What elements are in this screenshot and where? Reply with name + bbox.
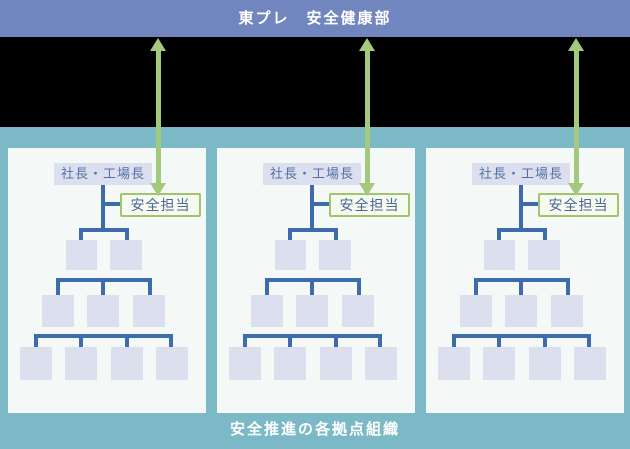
org-box — [528, 240, 560, 270]
arrowhead-up-icon — [150, 38, 166, 51]
org-box — [574, 347, 606, 380]
tier4-drop-line — [125, 334, 129, 347]
two-way-arrow-icon — [359, 38, 375, 196]
arrow-shaft — [365, 49, 370, 185]
tier3-drop-line — [474, 278, 478, 295]
org-box — [484, 240, 515, 270]
connector-branch-line — [312, 202, 331, 206]
org-box — [251, 295, 283, 327]
org-box — [65, 347, 97, 380]
two-way-arrow-icon — [568, 38, 584, 196]
president-box: 社長・工場長 — [472, 163, 570, 185]
org-box — [229, 347, 261, 380]
arrowhead-up-icon — [359, 38, 375, 51]
tier3-drop-line — [148, 278, 152, 295]
connector-branch-line — [103, 202, 122, 206]
org-box — [20, 347, 52, 380]
tier4-drop-line — [587, 334, 591, 347]
tier2-drop-line — [79, 228, 83, 242]
arrow-shaft — [574, 49, 579, 185]
arrowhead-down-icon — [359, 183, 375, 196]
tier4-drop-line — [243, 334, 247, 347]
org-box — [460, 295, 492, 327]
safety-officer-box: 安全担当 — [120, 193, 201, 217]
connector-vertical-line — [310, 185, 314, 232]
site-panel-3: 社長・工場長 安全担当 — [426, 148, 624, 413]
two-way-arrow-icon — [150, 38, 166, 196]
site-panel-2: 社長・工場長 安全担当 — [217, 148, 415, 413]
tier4-drop-line — [378, 334, 382, 347]
tier4-drop-line — [169, 334, 173, 347]
tier4-connector-line — [452, 334, 591, 338]
president-box: 社長・工場長 — [263, 163, 361, 185]
tier2-drop-line — [125, 228, 129, 242]
connector-branch-line — [521, 202, 540, 206]
arrow-shaft — [156, 49, 161, 185]
org-box — [87, 295, 119, 327]
tier4-drop-line — [34, 334, 38, 347]
tier3-drop-line — [310, 278, 314, 295]
org-box — [551, 295, 583, 327]
safety-officer-box: 安全担当 — [538, 193, 619, 217]
safety-officer-box: 安全担当 — [329, 193, 410, 217]
tier2-drop-line — [543, 228, 547, 242]
org-box — [319, 240, 351, 270]
connector-vertical-line — [519, 185, 523, 232]
tier4-drop-line — [452, 334, 456, 347]
header-bar: 東プレ 安全健康部 — [0, 0, 630, 37]
tier3-drop-line — [56, 278, 60, 295]
org-box — [42, 295, 74, 327]
org-box — [365, 347, 397, 380]
org-box — [275, 240, 306, 270]
arrowhead-up-icon — [568, 38, 584, 51]
tier2-drop-line — [497, 228, 501, 242]
org-box — [342, 295, 374, 327]
header-title: 東プレ 安全健康部 — [238, 10, 392, 27]
tier4-drop-line — [79, 334, 83, 347]
tier4-connector-line — [34, 334, 173, 338]
tier2-connector-line — [79, 228, 129, 232]
tier4-drop-line — [543, 334, 547, 347]
connector-vertical-line — [101, 185, 105, 232]
tier4-drop-line — [288, 334, 292, 347]
org-box — [505, 295, 537, 327]
tier2-connector-line — [497, 228, 547, 232]
tier3-drop-line — [101, 278, 105, 295]
org-box — [111, 347, 143, 380]
org-box — [529, 347, 561, 380]
arrowhead-down-icon — [150, 183, 166, 196]
tier3-drop-line — [566, 278, 570, 295]
bottom-caption: 安全推進の各拠点組織 — [229, 421, 400, 438]
org-box — [320, 347, 352, 380]
president-box: 社長・工場長 — [54, 163, 152, 185]
org-box — [438, 347, 470, 380]
site-panel-1: 社長・工場長 安全担当 — [8, 148, 206, 413]
org-box — [156, 347, 188, 380]
black-band — [0, 37, 630, 127]
tier2-drop-line — [288, 228, 292, 242]
arrowhead-down-icon — [568, 183, 584, 196]
tier4-drop-line — [497, 334, 501, 347]
org-box — [110, 240, 142, 270]
tier4-drop-line — [334, 334, 338, 347]
org-box — [66, 240, 97, 270]
tier2-connector-line — [288, 228, 338, 232]
tier3-drop-line — [519, 278, 523, 295]
org-box — [483, 347, 515, 380]
tier3-drop-line — [357, 278, 361, 295]
org-box — [296, 295, 328, 327]
tier2-drop-line — [334, 228, 338, 242]
tier4-connector-line — [243, 334, 382, 338]
org-box — [274, 347, 306, 380]
tier3-drop-line — [265, 278, 269, 295]
org-box — [133, 295, 165, 327]
